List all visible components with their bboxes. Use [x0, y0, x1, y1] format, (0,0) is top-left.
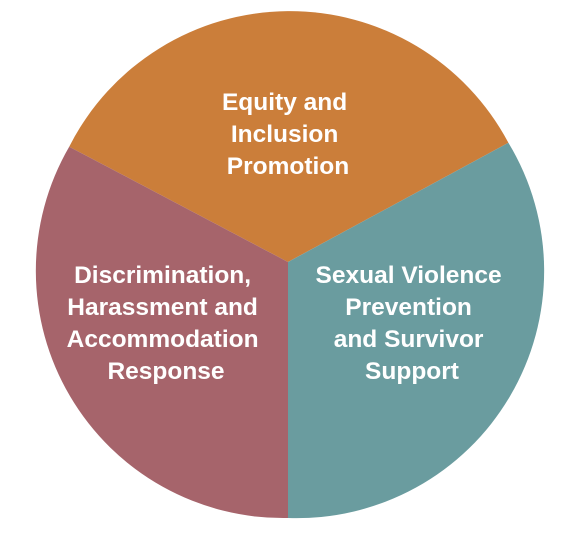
- segment-equity-inclusion-promotion: [69, 11, 509, 263]
- discrimination-label: Discrimination, Harassment and Accommoda…: [67, 262, 266, 385]
- discrimination-label-line-2: Harassment and: [67, 294, 258, 321]
- segment-sexual-violence-prevention: [288, 142, 545, 519]
- sexual-violence-label-line-2: Prevention: [345, 294, 472, 321]
- discrimination-label-line-4: Response: [107, 358, 224, 385]
- equity-label: Equity and Inclusion Promotion: [222, 89, 354, 180]
- discrimination-label-line-3: Accommodation: [67, 326, 259, 353]
- sexual-violence-label-line-4: Support: [365, 358, 459, 385]
- discrimination-label-line-1: Discrimination,: [74, 262, 251, 289]
- sexual-violence-label: Sexual Violence Prevention and Survivor …: [316, 262, 509, 385]
- sexual-violence-label-line-3: and Survivor: [334, 326, 484, 353]
- equity-label-line-1: Equity and: [222, 89, 347, 116]
- equity-label-line-2: Inclusion: [231, 121, 339, 148]
- sexual-violence-label-line-1: Sexual Violence: [316, 262, 502, 289]
- equity-label-line-3: Promotion: [227, 153, 350, 180]
- segment-discrimination-harassment: [35, 146, 288, 519]
